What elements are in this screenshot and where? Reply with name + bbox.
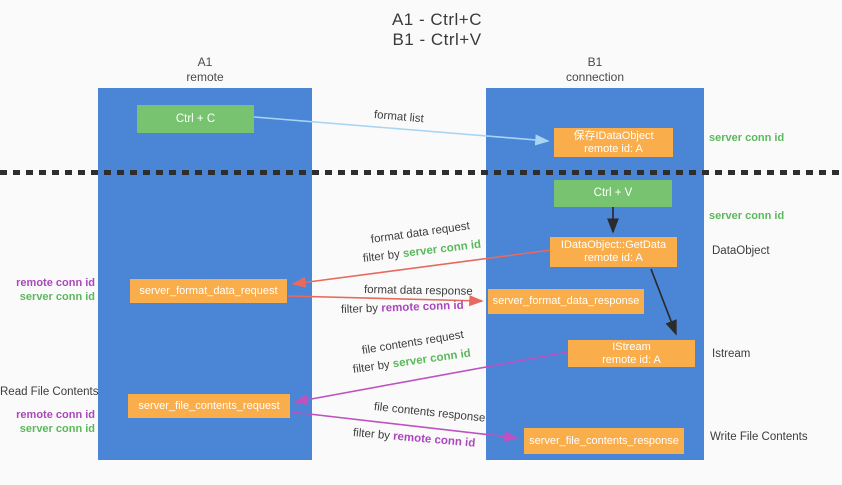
getdata-line1: IDataObject::GetData — [560, 239, 667, 251]
lane-b1-subtitle: connection — [565, 70, 625, 84]
arrow-getdata-to-istream — [650, 268, 677, 336]
annotation-server-conn-id-mid: server conn id — [709, 210, 785, 222]
save-idataobject-line2: remote id: A — [584, 142, 643, 155]
node-save-idataobject: 保存IDataObject remote id: A — [554, 128, 673, 157]
annotation-write-file-contents: Write File Contents — [710, 431, 808, 443]
ctrl-v-label: Ctrl + V — [593, 187, 633, 199]
filter-by-text: filter by — [340, 302, 382, 316]
diagram-title: A1 - Ctrl+C B1 - Ctrl+V — [32, 10, 842, 50]
node-ctrl-v: Ctrl + V — [554, 180, 672, 207]
node-server-file-contents-response: server_file_contents_response — [524, 428, 684, 454]
getdata-line2: remote id: A — [584, 252, 643, 264]
title-line-1: A1 - Ctrl+C — [391, 10, 483, 29]
arrow-format-data-request — [291, 249, 552, 288]
arrow-file-contents-response — [291, 411, 519, 443]
annotation-istream: Istream — [712, 348, 751, 360]
node-ctrl-c: Ctrl + C — [137, 105, 254, 133]
annotation-remote-conn-id-mid: remote conn id — [16, 277, 95, 289]
istream-line2: remote id: A — [602, 353, 661, 366]
save-idataobject-line1: 保存IDataObject — [573, 129, 654, 142]
annotation-server-conn-id-left-bottom: server conn id — [19, 423, 95, 435]
lane-header-b1: B1 connection — [486, 55, 704, 85]
label-format-data-response: format data response — [363, 284, 473, 298]
lane-b1-title: B1 — [587, 55, 603, 69]
node-idataobject-getdata: IDataObject::GetData remote id: A — [550, 237, 677, 267]
annotation-dataobject: DataObject — [712, 245, 770, 257]
dashed-divider — [0, 170, 842, 175]
annotation-remote-conn-id-bottom: remote conn id — [16, 409, 95, 421]
server-file-contents-request-label: server_file_contents_request — [138, 399, 280, 412]
server-format-data-request-label: server_format_data_request — [139, 284, 278, 297]
node-server-file-contents-request: server_file_contents_request — [128, 394, 290, 418]
istream-line1: IStream — [612, 340, 651, 353]
lane-a1-title: A1 — [197, 55, 213, 69]
node-server-format-data-response: server_format_data_response — [488, 289, 644, 314]
annotation-server-conn-id-left-mid: server conn id — [19, 291, 95, 303]
annotation-read-file-contents: Read File Contents — [0, 386, 99, 398]
lane-a1-subtitle: remote — [186, 70, 224, 84]
title-line-2: B1 - Ctrl+V — [392, 30, 482, 49]
lane-header-a1: A1 remote — [98, 55, 312, 85]
annotation-server-conn-id-top: server conn id — [709, 132, 785, 144]
node-istream: IStream remote id: A — [568, 340, 695, 367]
arrow-format-data-response — [287, 295, 484, 307]
server-file-contents-response-label: server_file_contents_response — [529, 434, 679, 447]
node-server-format-data-request: server_format_data_request — [130, 279, 287, 303]
ctrl-c-label: Ctrl + C — [175, 112, 216, 125]
server-format-data-response-label: server_format_data_response — [492, 295, 640, 307]
arrow-format-list — [253, 116, 550, 146]
arrow-file-contents-request — [293, 351, 569, 406]
